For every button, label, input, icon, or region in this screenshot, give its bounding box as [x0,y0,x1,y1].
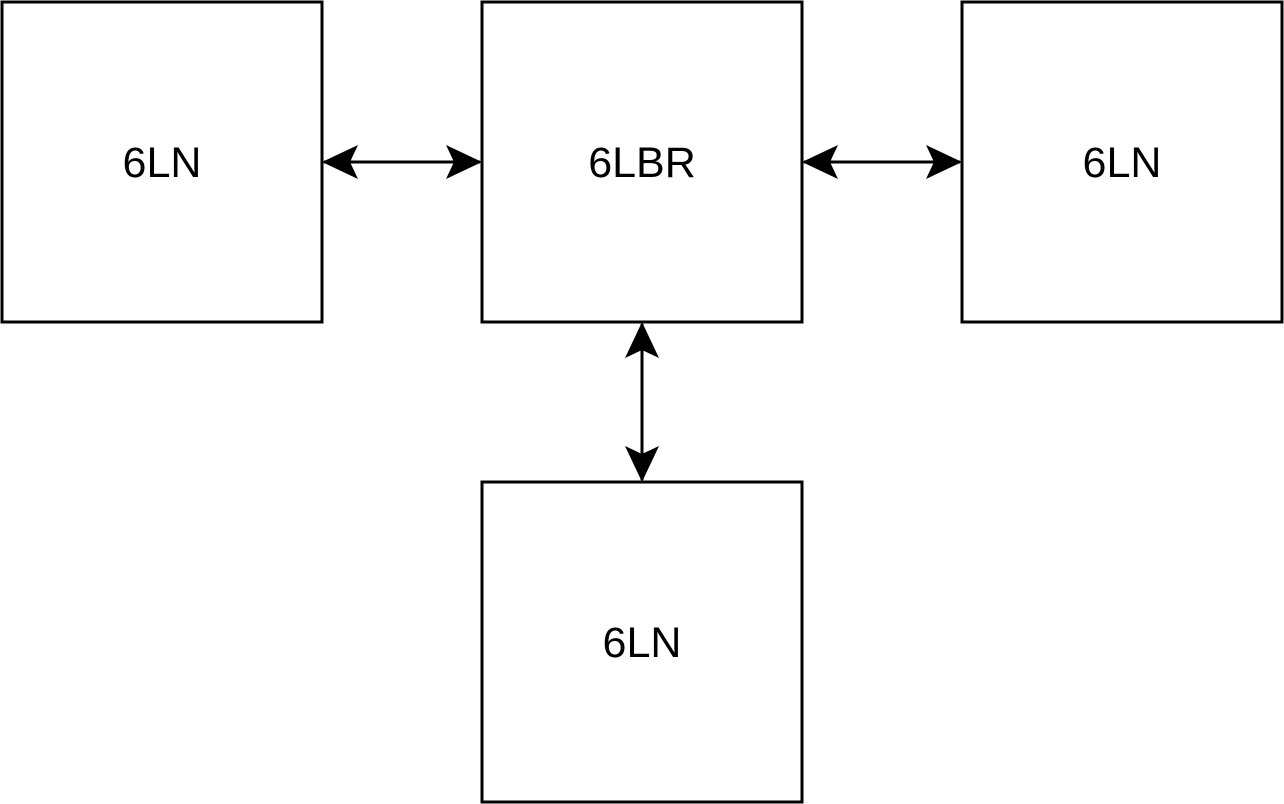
node-label: 6LBR [588,139,696,187]
node-label: 6LN [123,139,202,187]
node-label: 6LN [1083,139,1162,187]
node-center-6lbr[interactable]: 6LBR [480,0,804,324]
node-right-6ln[interactable]: 6LN [960,0,1284,324]
node-bottom-6ln[interactable]: 6LN [480,480,804,804]
node-label: 6LN [603,619,682,667]
node-left-6ln[interactable]: 6LN [0,0,324,324]
